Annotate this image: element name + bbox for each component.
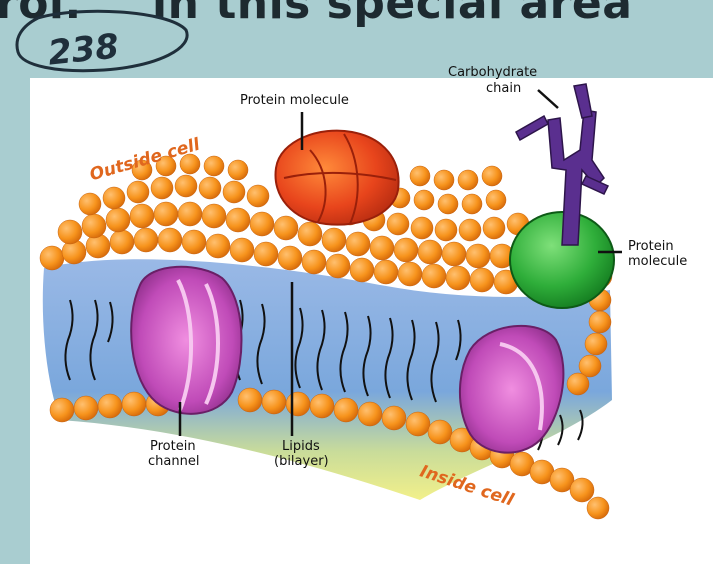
protein-molecule-right (510, 212, 614, 308)
protein-molecule-top (275, 131, 398, 225)
protein-channel (131, 267, 241, 414)
label-lipids-2: (bilayer) (274, 455, 329, 469)
label-protein-molecule-right-1: Protein (628, 240, 674, 254)
label-protein-channel-2: channel (148, 455, 199, 469)
label-protein-channel-1: Protein (150, 440, 196, 454)
label-carbohydrate-chain-1: Carbohydrate (448, 66, 537, 80)
label-protein-molecule-top: Protein molecule (240, 94, 349, 108)
label-carbohydrate-chain-2: chain (486, 82, 521, 96)
label-lipids-1: Lipids (282, 440, 320, 454)
label-protein-molecule-right-2: molecule (628, 255, 687, 269)
